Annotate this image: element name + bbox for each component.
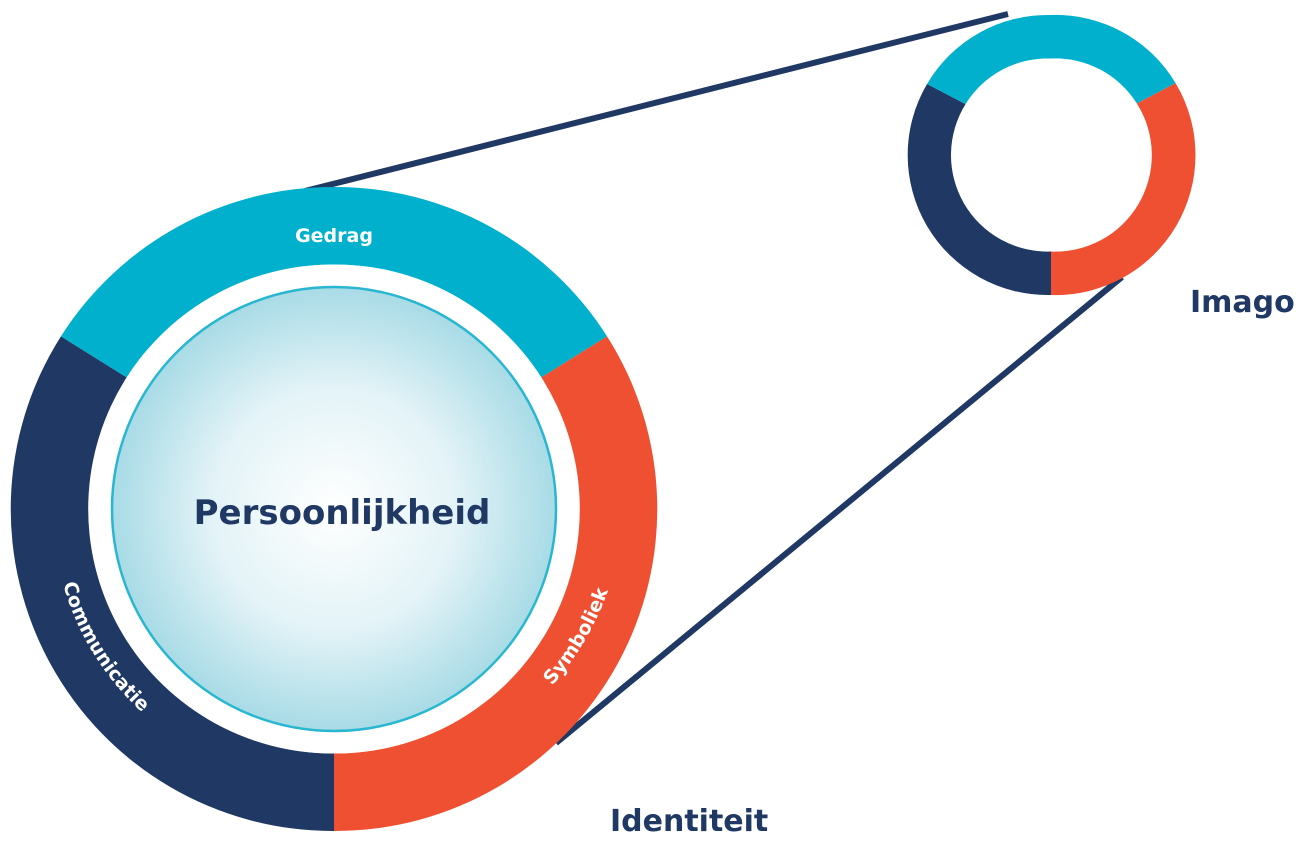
identity-ring [10, 186, 658, 832]
gedrag-segment-left [60, 186, 335, 378]
connector-top-line [304, 11, 1009, 194]
imago-teal-segment [1051, 14, 1176, 104]
imago-navy-segment [907, 84, 1051, 296]
imago-ring [907, 14, 1196, 296]
symboliek-segment [334, 336, 658, 832]
identiteit-label: Identiteit [610, 804, 768, 839]
persoonlijkheid-title: Persoonlijkheid [194, 493, 491, 533]
personality-core [110, 285, 558, 733]
imago-teal-segment-left [927, 14, 1051, 105]
imago-orange-segment [1051, 83, 1196, 296]
gedrag-segment [334, 186, 608, 378]
connector-bottom-line [554, 274, 1124, 746]
gedrag-label: Gedrag [295, 225, 373, 247]
imago-label: Imago [1190, 285, 1295, 320]
communicatie-segment [10, 336, 335, 832]
imago-center [954, 58, 1148, 252]
